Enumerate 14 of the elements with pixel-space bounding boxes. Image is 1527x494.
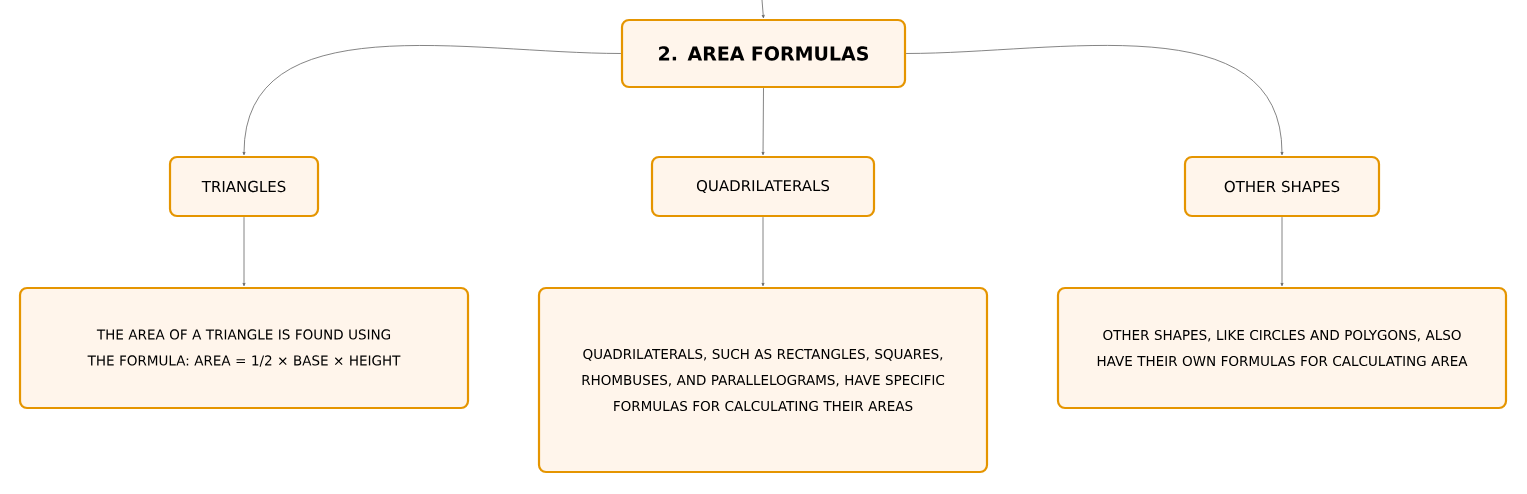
description-box: THE AREA OF A TRIANGLE IS FOUND USING THE FORMULA: AREA = 1/2 × BASE × HEIGHT bbox=[18, 286, 470, 410]
title-box: 2. AREA FORMULAS bbox=[620, 18, 907, 89]
category-box: QUADRILATERALS bbox=[650, 155, 876, 218]
arrow bbox=[242, 45, 622, 156]
category-box: TRIANGLES bbox=[168, 155, 320, 218]
arrow bbox=[905, 45, 1284, 156]
description-box: QUADRILATERALS, SUCH AS RECTANGLES, SQUARES, RHOMBUSES, AND PARALLELOGRAMS, HAVE SPECIFIC FORMULAS FOR CALCULATING THEIR AREAS bbox=[537, 286, 989, 474]
category-box: OTHER SHAPES bbox=[1183, 155, 1381, 218]
arrow bbox=[761, 216, 765, 287]
arrow bbox=[1280, 216, 1284, 287]
arrow bbox=[242, 216, 246, 287]
arrow bbox=[761, 87, 765, 156]
description-box: OTHER SHAPES, LIKE CIRCLES AND POLYGONS, ALSO HAVE THEIR OWN FORMULAS FOR CALCULATING AREA bbox=[1056, 286, 1508, 410]
arrow bbox=[761, 0, 765, 19]
